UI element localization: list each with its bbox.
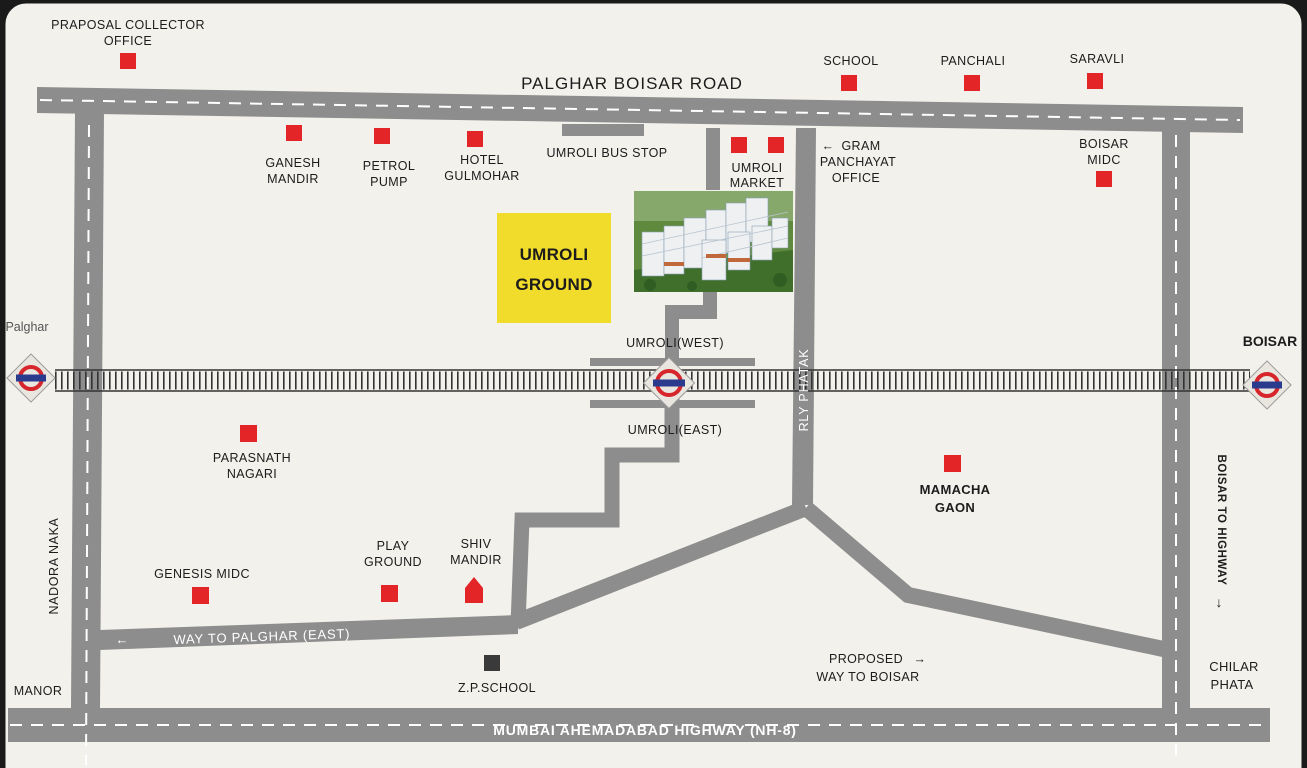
marker-shiv-mandir-temple-icon (465, 577, 483, 603)
road-bus-stop-bar (562, 124, 644, 136)
arrow-right-proposed-icon: → (914, 652, 927, 666)
label-hotel-gulmohar-1: HOTEL (460, 153, 504, 167)
umroli-ground-label-2: GROUND (515, 275, 592, 294)
road-rly-phatak (792, 128, 816, 505)
road-highway (8, 708, 1270, 742)
project-building-render (634, 191, 793, 292)
marker-umroli-market-2 (768, 137, 784, 153)
label-way-to-boisar: WAY TO BOISAR (816, 670, 919, 684)
marker-genesis-midc (192, 587, 209, 604)
marker-ganesh-mandir (286, 125, 302, 141)
road-centerlines (10, 99, 1268, 766)
label-way-to-palghar: WAY TO PALGHAR (EAST) (173, 626, 350, 647)
marker-mamacha-gaon (944, 455, 961, 472)
marker-panchali (964, 75, 980, 91)
label-manor: MANOR (14, 684, 63, 698)
road-proposed-boisar (800, 501, 1170, 658)
label-parasnath-nagari-1: PARASNATH (213, 451, 291, 465)
place-markers (120, 53, 1112, 671)
label-praposal-collector-1: PRAPOSAL COLLECTOR (51, 18, 205, 32)
label-gram-panchayat-1: GRAM (841, 139, 880, 153)
marker-zp-school (484, 655, 500, 671)
label-shiv-mandir-1: SHIV (461, 537, 492, 551)
label-hotel-gulmohar-2: GULMOHAR (444, 169, 519, 183)
label-gram-panchayat-2: PANCHAYAT (820, 155, 896, 169)
label-station-palghar: Palghar (5, 320, 48, 334)
label-palghar-boisar-road: PALGHAR BOISAR ROAD (521, 74, 743, 93)
marker-play-ground (381, 585, 398, 602)
label-genesis-midc: GENESIS MIDC (154, 567, 250, 581)
label-umroli-market-2: MARKET (730, 176, 785, 190)
marker-petrol-pump (374, 128, 390, 144)
label-umroli-west: UMROLI(WEST) (626, 336, 724, 350)
label-umroli-east: UMROLI(EAST) (628, 423, 722, 437)
arrow-left-way-to-palghar-icon: ← (116, 632, 129, 647)
road-market-stub (706, 128, 720, 190)
label-nadora-naka: NADORA NAKA (47, 517, 61, 614)
label-panchali: PANCHALI (941, 54, 1006, 68)
umroli-ground-label-1: UMROLI (520, 245, 589, 264)
label-shiv-mandir-2: MANDIR (450, 553, 502, 567)
label-highway: MUMBAI AHEMADABAD HIGHWAY (NH-8) (493, 722, 797, 738)
label-petrol-pump-2: PUMP (370, 175, 408, 189)
marker-praposal-collector (120, 53, 136, 69)
station-icon-palghar (6, 353, 56, 403)
label-umroli-bus-stop: UMROLI BUS STOP (546, 146, 667, 160)
label-school: SCHOOL (823, 54, 878, 68)
label-station-boisar: BOISAR (1243, 333, 1297, 349)
label-saravli: SARAVLI (1070, 52, 1125, 66)
road-network (8, 87, 1270, 742)
road-diagonal-west (513, 500, 809, 630)
label-ganesh-mandir-2: MANDIR (267, 172, 319, 186)
marker-saravli (1087, 73, 1103, 89)
marker-school (841, 75, 857, 91)
marker-boisar-midc (1096, 171, 1112, 187)
arrow-left-gram-panchayat-icon: ← (822, 139, 835, 153)
umroli-ground-area (497, 213, 611, 323)
road-nadora-naka (71, 112, 104, 708)
marker-hotel-gulmohar (467, 131, 483, 147)
label-boisar-midc-1: BOISAR (1079, 137, 1129, 151)
road-umroli-east-zigzag (510, 398, 680, 626)
label-zp-school: Z.P.SCHOOL (458, 681, 536, 695)
label-parasnath-nagari-2: NAGARI (227, 467, 277, 481)
marker-umroli-market-1 (731, 137, 747, 153)
label-play-ground-1: PLAY (377, 539, 410, 553)
label-umroli-market-1: UMROLI (731, 161, 782, 175)
marker-parasnath-nagari (240, 425, 257, 442)
label-chilar-phata-2: PHATA (1211, 677, 1254, 692)
station-icon-umroli (642, 356, 696, 410)
label-praposal-collector-2: OFFICE (104, 34, 152, 48)
label-rly-phatak: RLY PHATAK (797, 349, 811, 432)
label-mamacha-gaon-1: MAMACHA (920, 482, 991, 497)
label-boisar-to-highway: BOISAR TO HIGHWAY (1215, 455, 1227, 586)
label-petrol-pump-1: PETROL (363, 159, 415, 173)
label-ganesh-mandir-1: GANESH (265, 156, 320, 170)
label-gram-panchayat-3: OFFICE (832, 171, 880, 185)
road-palghar-boisar (37, 87, 1243, 133)
label-mamacha-gaon-2: GAON (935, 500, 975, 515)
road-way-to-palghar (100, 615, 518, 650)
label-play-ground-2: GROUND (364, 555, 422, 569)
label-proposed: PROPOSED (829, 652, 903, 666)
road-station-west (665, 292, 717, 365)
label-chilar-phata-1: CHILAR (1209, 659, 1258, 674)
station-icon-boisar (1242, 360, 1292, 410)
arrow-down-boisar-to-highway-icon: ↓ (1216, 594, 1223, 610)
label-boisar-midc-2: MIDC (1087, 153, 1121, 167)
